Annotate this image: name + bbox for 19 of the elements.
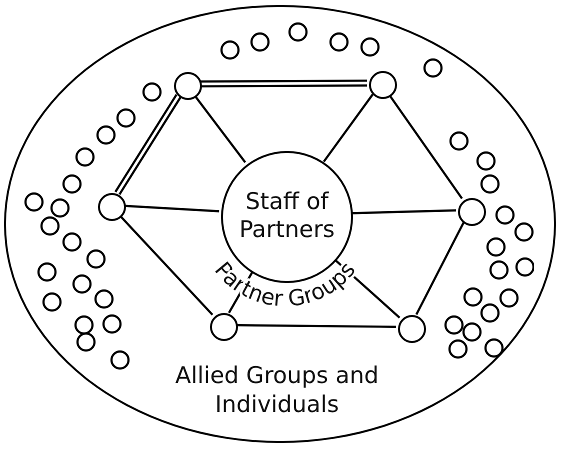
- connector-line: [333, 258, 400, 318]
- connector-line: [322, 94, 374, 162]
- small-circle: [369, 71, 397, 99]
- small-circle: [174, 72, 202, 100]
- double-line: [114, 94, 182, 195]
- connector-line: [118, 214, 214, 316]
- circle-label: Staff of Partners: [238, 189, 336, 245]
- connector-line: [350, 209, 456, 214]
- small-circle: [458, 198, 486, 226]
- connector-line: [388, 94, 463, 200]
- small-circle: [98, 193, 126, 221]
- connector-line: [415, 222, 465, 316]
- double-line: [200, 80, 368, 88]
- connector-line: [194, 94, 246, 163]
- connector-line: [236, 324, 396, 328]
- small-circle: [398, 315, 426, 343]
- small-circle: [210, 313, 238, 341]
- group-label: Allied Groups and Individuals: [174, 362, 380, 420]
- connector-line: [124, 204, 220, 212]
